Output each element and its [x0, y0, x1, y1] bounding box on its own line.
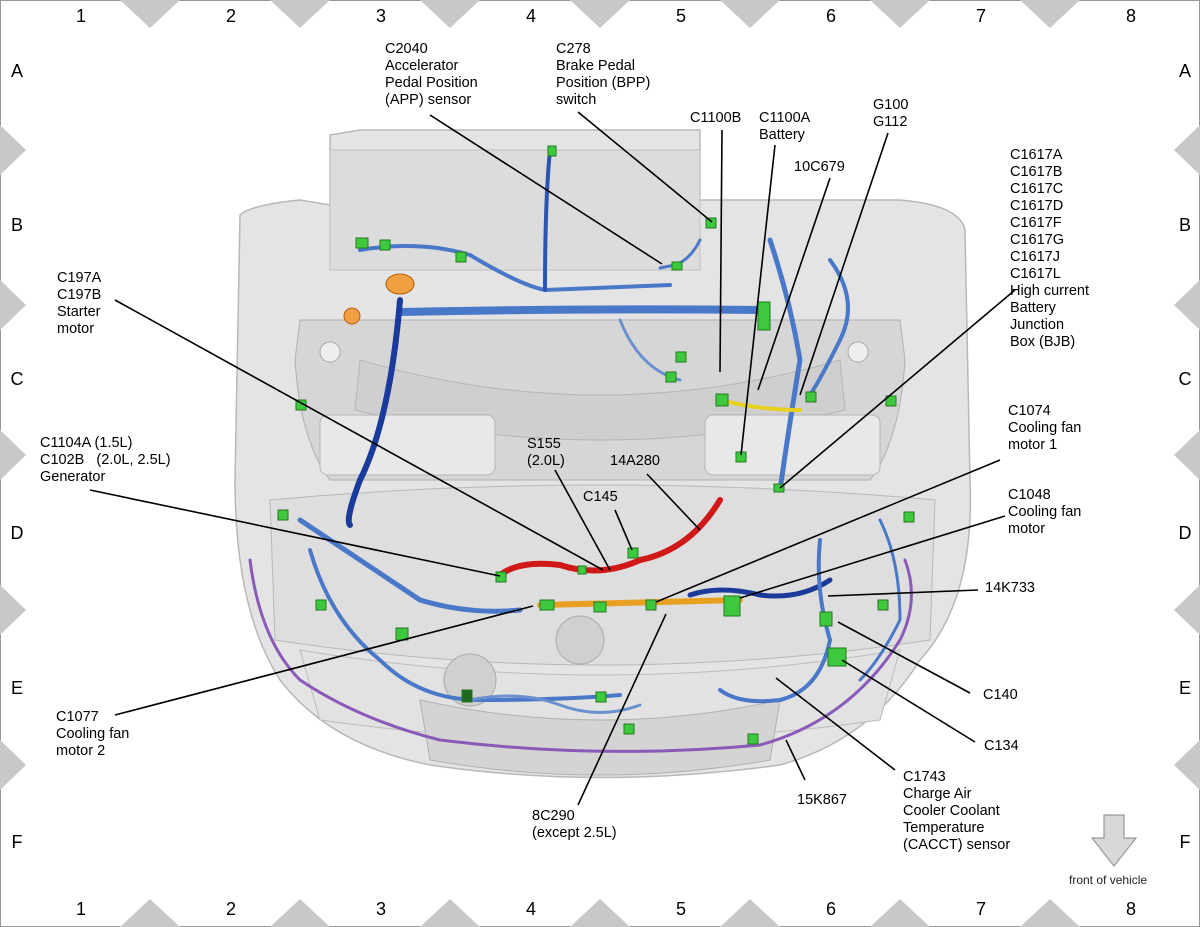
grid-col-8-bottom: 8: [1125, 899, 1136, 919]
harness-14a280: [497, 497, 723, 578]
grid-row-a-left: A: [10, 61, 23, 81]
grid-row-f-left: F: [11, 832, 23, 852]
grid-row-d-left: D: [10, 523, 24, 543]
grid-row-f-right: F: [1179, 832, 1191, 852]
label-c145: C145: [583, 489, 618, 505]
connectors: [277, 145, 915, 745]
label-8c290: 8C290 (except 2.5L): [532, 808, 617, 841]
label-c1077: C1077 Cooling fan motor 2: [56, 709, 130, 759]
grid-col-4-bottom: 4: [525, 899, 536, 919]
grid-col-2-top: 2: [225, 6, 236, 26]
front-of-vehicle-label: front of vehicle: [1069, 873, 1148, 887]
grid-col-2-bottom: 2: [225, 899, 236, 919]
label-14a280: 14A280: [610, 453, 660, 469]
label-c197: C197A C197B Starter motor: [57, 270, 102, 337]
grid-markers-bottom: [120, 899, 1080, 927]
grid-row-c-left: C: [10, 369, 24, 389]
harness-15k867: [248, 558, 913, 753]
label-14k733: 14K733: [985, 580, 1035, 596]
grid-row-e-right: E: [1178, 678, 1191, 698]
label-15k867: 15K867: [797, 792, 847, 808]
grid-row-b-left: B: [10, 215, 23, 235]
grid-col-7-top: 7: [975, 6, 986, 26]
grid-col-3-top: 3: [375, 6, 386, 26]
main-harness-trunk: [396, 305, 764, 316]
harness-left-drop: [345, 297, 403, 528]
label-c1100a: C1100A Battery: [759, 110, 811, 143]
grid-row-a-right: A: [1178, 61, 1191, 81]
front-of-vehicle-arrow-icon: [1090, 814, 1138, 867]
grid-row-b-right: B: [1178, 215, 1191, 235]
label-c1743: C1743 Charge Air Cooler Coolant Temperat…: [903, 769, 1011, 853]
label-c1100b: C1100B: [690, 110, 742, 126]
label-c1074: C1074 Cooling fan motor 1: [1008, 403, 1082, 453]
grid-col-1-top: 1: [75, 6, 86, 26]
grid-col-3-bottom: 3: [375, 899, 386, 919]
grid-col-7-bottom: 7: [975, 899, 986, 919]
label-c1104: C1104A (1.5L) C102B (2.0L, 2.5L) Generat…: [40, 435, 171, 485]
label-c134: C134: [984, 738, 1019, 754]
label-c1617: C1617A C1617B C1617C C1617D C1617F C1617…: [1010, 147, 1089, 350]
label-10c679: 10C679: [794, 159, 845, 175]
grid-markers-right: [1174, 125, 1200, 790]
leader-lines: [89, 111, 1016, 806]
grid-col-6-top: 6: [825, 6, 836, 26]
grid-markers-top: [120, 0, 1080, 28]
grid-row-c-right: C: [1178, 369, 1192, 389]
orange-connectors: [343, 273, 415, 325]
grid-col-1-bottom: 1: [75, 899, 86, 919]
label-c140: C140: [983, 687, 1018, 703]
grid-col-6-bottom: 6: [825, 899, 836, 919]
grid-col-8-top: 8: [1125, 6, 1136, 26]
grid-row-e-left: E: [10, 678, 23, 698]
grid-col-4-top: 4: [525, 6, 536, 26]
label-c1048: C1048 Cooling fan motor: [1008, 487, 1082, 537]
label-c278: C278 Brake Pedal Position (BPP) switch: [556, 41, 651, 108]
label-g100: G100 G112: [873, 97, 909, 130]
grid-markers-left: [0, 125, 26, 790]
harness-8c290: [537, 597, 743, 608]
grid-col-5-bottom: 5: [675, 899, 686, 919]
grid-row-d-right: D: [1178, 523, 1192, 543]
label-s155: S155 (2.0L): [527, 436, 565, 469]
label-c2040: C2040 Accelerator Pedal Position (APP) s…: [385, 41, 478, 108]
grid-col-5-top: 5: [675, 6, 686, 26]
